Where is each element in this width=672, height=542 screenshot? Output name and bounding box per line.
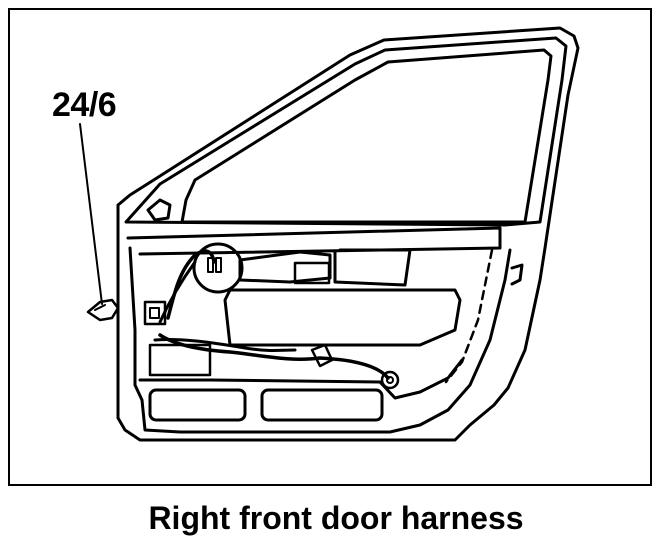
window-frame-outer — [124, 36, 568, 227]
lower-pocket-right — [260, 388, 384, 422]
window-glass — [180, 48, 553, 224]
access-panel-right — [333, 248, 412, 287]
callout-label: 24/6 — [52, 86, 117, 124]
access-panel-upper — [238, 250, 332, 284]
grommet — [380, 370, 400, 390]
mirror-mount — [146, 198, 172, 222]
latch-edge — [510, 263, 524, 286]
belt-line — [126, 226, 502, 256]
lower-panel-curve — [138, 358, 464, 400]
handle-recess — [293, 261, 331, 285]
armrest — [223, 288, 462, 347]
callout-leader — [79, 123, 103, 305]
inner-panel — [128, 246, 512, 434]
window-track — [444, 248, 494, 384]
wiring-harness-branch — [158, 333, 390, 380]
harness-exit — [86, 298, 120, 322]
connector-plug — [310, 343, 334, 368]
lower-pocket-left — [148, 388, 247, 422]
figure-frame — [8, 8, 652, 486]
figure-caption: Right front door harness — [148, 500, 524, 536]
door-outer-shell — [116, 26, 580, 442]
speaker-opening — [192, 242, 244, 294]
